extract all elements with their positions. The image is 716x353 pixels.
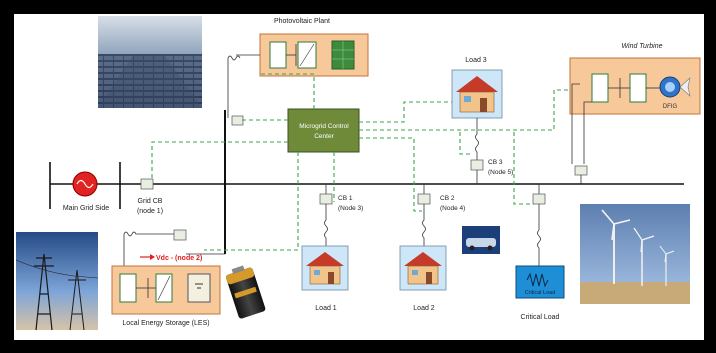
cb3-line-impedance bbox=[475, 118, 479, 160]
microgrid-control-center-label-1: Microgrid Control bbox=[299, 123, 349, 130]
grid-cb-node-label: (node 1) bbox=[137, 208, 163, 215]
cb2-label: CB 2 bbox=[440, 195, 455, 202]
cb3-label: CB 3 bbox=[488, 159, 503, 166]
wind-inverter bbox=[629, 73, 647, 103]
electric-vehicle-photo bbox=[462, 226, 500, 254]
local-energy-storage-label: Local Energy Storage (LES) bbox=[122, 320, 209, 327]
grid-cb-label: Grid CB bbox=[138, 198, 163, 205]
pv-circuit-breaker bbox=[231, 115, 244, 126]
cb2-line-impedance bbox=[422, 204, 426, 246]
load2-house-icon bbox=[399, 245, 447, 291]
wind-turbines-photo bbox=[580, 204, 690, 304]
load1-house-icon bbox=[301, 245, 349, 291]
cb2-breaker bbox=[417, 193, 431, 205]
load3-house-icon bbox=[451, 69, 503, 119]
cb3-node-label: (Node 5) bbox=[488, 169, 513, 176]
pv-line-impedance bbox=[227, 55, 241, 61]
dfig-label: DFIG bbox=[663, 104, 678, 110]
grid-cb-breaker bbox=[140, 178, 154, 190]
load1-label: Load 1 bbox=[315, 305, 337, 312]
wind-turbine-label: Wind Turbine bbox=[621, 43, 662, 50]
load2-label: Load 2 bbox=[413, 305, 435, 312]
turbine-blade-icon bbox=[679, 77, 691, 97]
wind-converter-box: DFIG bbox=[569, 57, 701, 115]
vdc-arrow-icon bbox=[150, 254, 155, 260]
wind-circuit-breaker bbox=[574, 165, 588, 176]
battery-photo bbox=[226, 265, 266, 319]
diagram-svg: Photovoltaic Plant Wind Turbine DFIG bbox=[15, 16, 701, 331]
pv-converter-box bbox=[259, 33, 369, 77]
vdc-node-label: Vdc - (node 2) bbox=[156, 255, 202, 262]
microgrid-control-center-label-2: Center bbox=[314, 133, 334, 140]
control-communication-links bbox=[151, 73, 570, 251]
wind-rectifier bbox=[591, 73, 609, 103]
pv-dc-dc-converter bbox=[269, 41, 287, 69]
microgrid-control-center-box bbox=[287, 108, 360, 153]
les-inverter bbox=[119, 273, 137, 303]
critical-load-breaker bbox=[532, 193, 546, 205]
microgrid-diagram: Photovoltaic Plant Wind Turbine DFIG bbox=[14, 14, 704, 340]
les-circuit-breaker bbox=[173, 229, 187, 241]
critical-load-label: Critical Load bbox=[521, 314, 560, 321]
cb3-breaker bbox=[470, 159, 484, 171]
les-line-impedance bbox=[123, 231, 174, 237]
cb1-line-impedance bbox=[324, 204, 328, 246]
les-converter-box bbox=[111, 265, 221, 315]
transmission-towers-photo bbox=[15, 232, 99, 331]
critical-load-box-label: Critical Load bbox=[525, 290, 556, 296]
critical-load-line-impedance bbox=[537, 204, 541, 266]
cb1-label: CB 1 bbox=[338, 195, 353, 202]
cb1-breaker bbox=[319, 193, 333, 205]
main-grid-side-label: Main Grid Side bbox=[63, 205, 109, 212]
photovoltaic-plant-label: Photovoltaic Plant bbox=[274, 18, 330, 25]
load3-label: Load 3 bbox=[465, 57, 487, 64]
cb2-node-label: (Node 4) bbox=[440, 205, 465, 212]
cb1-node-label: (Node 3) bbox=[338, 205, 363, 212]
resistor-icon bbox=[526, 272, 549, 288]
photovoltaic-photo bbox=[98, 16, 202, 108]
